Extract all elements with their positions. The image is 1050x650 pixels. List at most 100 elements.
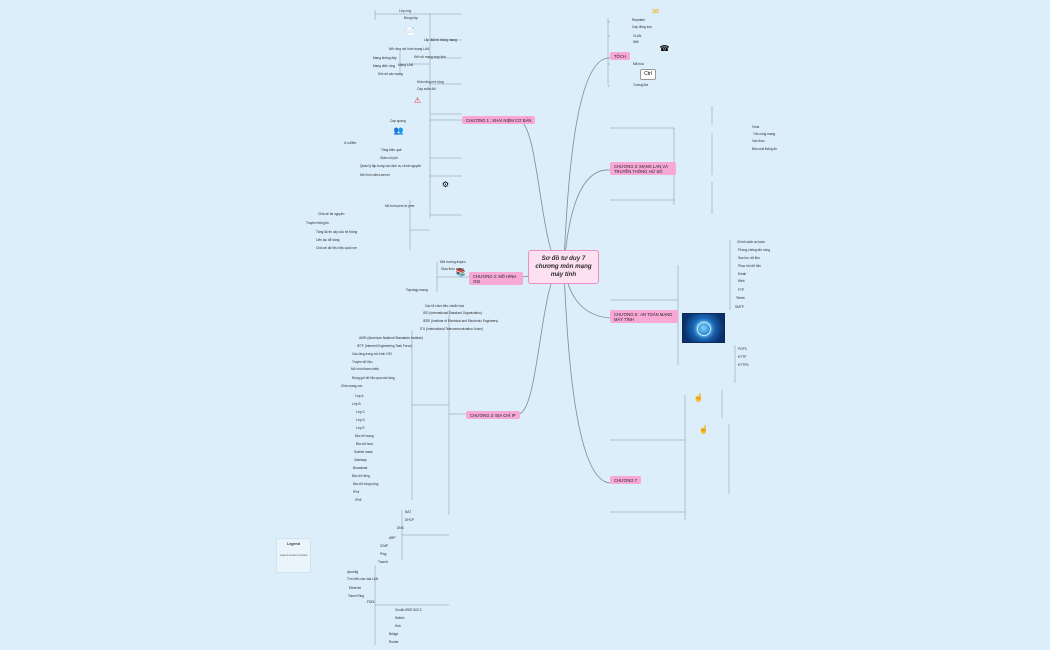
leaf-topic[interactable]: Broadcast bbox=[353, 466, 368, 470]
leaf-topic[interactable]: Tăng độ tin cậy của hệ thống bbox=[316, 230, 358, 234]
warning-icon: ⚠ bbox=[413, 96, 422, 105]
leaf-topic[interactable]: Xác thực bbox=[752, 139, 765, 143]
leaf-topic[interactable]: Lớp A bbox=[355, 394, 364, 398]
leaf-topic[interactable]: Tìm hiểu các loại LAN bbox=[347, 577, 379, 581]
leaf-topic[interactable]: Cáp quang bbox=[390, 119, 406, 123]
leaf-topic[interactable]: ANSI (American National Standards Instit… bbox=[359, 336, 423, 340]
branch-chapter-3[interactable]: CHƯƠNG 3: ĐỊA CHỈ IP bbox=[466, 411, 520, 419]
leaf-topic[interactable]: Phòng chống tấn công bbox=[738, 248, 770, 252]
leaf-topic[interactable]: Tấn công mạng bbox=[753, 132, 776, 136]
leaf-topic[interactable]: Topology mạng bbox=[406, 288, 428, 292]
leaf-topic[interactable]: Lớp E bbox=[356, 426, 365, 430]
leaf-topic[interactable]: Lớp B bbox=[352, 402, 361, 406]
legend-panel[interactable]: Legend Legend content preview bbox=[276, 538, 311, 573]
leaf-topic[interactable]: SMTP bbox=[735, 305, 744, 309]
leaf-topic[interactable]: Chuẩn IEEE 802.3 bbox=[395, 608, 422, 612]
leaf-topic[interactable]: Virus bbox=[752, 125, 760, 129]
leaf-topic[interactable]: HTTP bbox=[738, 355, 747, 359]
leaf-topic[interactable]: Bridge bbox=[389, 632, 399, 636]
leaf-topic[interactable]: Subnet mask bbox=[354, 450, 373, 454]
leaf-topic[interactable]: ICMP bbox=[380, 544, 388, 548]
leaf-topic[interactable]: DNS bbox=[397, 526, 404, 530]
branch-toch[interactable]: TỐCH bbox=[610, 52, 630, 60]
leaf-topic[interactable]: Địa chỉ host bbox=[356, 442, 373, 446]
leaf-topic[interactable]: HTTPS bbox=[738, 363, 749, 367]
leaf-topic[interactable]: Địa chỉ công cộng bbox=[353, 482, 379, 486]
leaf-topic[interactable]: DHCP bbox=[405, 518, 415, 522]
branch-chapter-lan[interactable]: CHƯƠNG 3: MẠNG LAN VÀ TRUYỀN THÔNG HỮ SỐ bbox=[610, 162, 676, 175]
branch-chapter-6[interactable]: CHƯƠNG 6 : AN TOÀN MẠNG MÁY TÍNH bbox=[610, 310, 678, 323]
leaf-topic[interactable]: Ethernet bbox=[349, 586, 362, 590]
leaf-topic[interactable]: Quản lý tập trung các dịch vụ và tài ngu… bbox=[360, 164, 422, 168]
leaf-topic[interactable]: Mã hóa bbox=[633, 62, 644, 66]
leaf-topic[interactable]: Telnet bbox=[736, 296, 745, 300]
leaf-topic[interactable]: Tăng hiệu quả bbox=[381, 148, 402, 152]
leaf-topic[interactable]: Mô hình peer to peer bbox=[385, 204, 415, 208]
leaf-topic[interactable]: Router bbox=[389, 640, 399, 644]
leaf-topic[interactable]: Mô hình client-server bbox=[360, 173, 390, 177]
leaf-topic[interactable]: Hub bbox=[395, 624, 401, 628]
leaf-topic[interactable]: Giảm chi phí bbox=[380, 156, 398, 160]
leaf-topic[interactable]: Lớp D bbox=[356, 418, 365, 422]
branch-chapter-7[interactable]: CHƯƠNG 7 bbox=[610, 476, 641, 484]
leaf-topic[interactable]: Khả năng mở rộng bbox=[417, 80, 444, 84]
branch-chapter-2[interactable]: CHƯƠNG 2: MÔ HÌNH OSI bbox=[469, 272, 523, 285]
leaf-topic[interactable]: Email bbox=[738, 272, 746, 276]
leaf-topic[interactable]: Kết nối mạng máy tính bbox=[414, 55, 446, 59]
leaf-topic[interactable]: Chia mạng con bbox=[341, 384, 363, 388]
leaf-topic[interactable]: NAT bbox=[405, 510, 412, 514]
leaf-topic[interactable]: Cáp đồng trục bbox=[632, 25, 653, 29]
leaf-topic[interactable]: Chia sẻ tài nguyên bbox=[318, 212, 345, 216]
leaf-topic[interactable]: ARP bbox=[389, 536, 396, 540]
leaf-topic[interactable]: Wifi bbox=[633, 40, 639, 44]
leaf-topic[interactable]: Địa chỉ riêng bbox=[352, 474, 370, 478]
leaf-topic[interactable]: Truyền dữ liệu bbox=[352, 360, 373, 364]
leaf-topic[interactable]: Các tầng trong mô hình OSI bbox=[352, 352, 392, 356]
leaf-topic[interactable]: ITU (International Telecommunication Uni… bbox=[420, 327, 484, 331]
leaf-topic[interactable]: Mô hình tham chiếu bbox=[351, 367, 379, 371]
leaf-topic[interactable]: Địa chỉ mạng bbox=[355, 434, 374, 438]
leaf-topic[interactable]: Truyền thông tin bbox=[306, 221, 329, 225]
leaf-topic[interactable]: IETF (Internet Engineering Task Force) bbox=[357, 344, 413, 348]
leaf-topic[interactable]: Chia sẻ dữ liệu hiệu quả hơn bbox=[316, 246, 358, 250]
leaf-topic[interactable]: Ưu điểm bbox=[344, 141, 357, 145]
leaf-topic[interactable]: Lắp đặt hệ thống mạng bbox=[424, 38, 457, 42]
leaf-topic[interactable]: IPv6 bbox=[355, 498, 362, 502]
central-topic[interactable]: Sơ đồ tư duy 7 chương môn mạng máy tính bbox=[528, 250, 599, 284]
leaf-topic[interactable]: Các tổ chức tiêu chuẩn hóa bbox=[425, 304, 464, 308]
leaf-topic[interactable]: Cáp xoắn đôi bbox=[417, 87, 436, 91]
leaf-topic[interactable]: FDDI bbox=[367, 600, 375, 604]
leaf-topic[interactable]: POP3 bbox=[738, 347, 747, 351]
leaf-topic[interactable]: Tường lửa bbox=[633, 83, 649, 87]
leaf-topic[interactable]: Kết nối các mạng bbox=[378, 72, 403, 76]
leaf-topic[interactable]: Mạng diện rộng bbox=[373, 64, 396, 68]
branch-chapter-1[interactable]: CHƯƠNG 1 : KHÁI NIỆM CƠ BẢN bbox=[462, 116, 536, 124]
leaf-topic[interactable]: Bảo mật thông tin bbox=[752, 147, 777, 151]
leaf-topic[interactable]: ISO (International Standard Organization… bbox=[423, 311, 482, 315]
leaf-topic[interactable]: Token Ring bbox=[348, 594, 364, 598]
leaf-topic[interactable]: Giao thức mạng bbox=[441, 267, 464, 271]
leaf-topic[interactable]: Gateway bbox=[354, 458, 367, 462]
leaf-topic[interactable]: Chính sách an toàn bbox=[737, 240, 765, 244]
leaf-topic[interactable]: Ipconfig bbox=[347, 570, 359, 574]
leaf-topic[interactable]: Liên lạc dễ dàng bbox=[316, 238, 340, 242]
leaf-topic[interactable]: Môi trường truyền bbox=[440, 260, 466, 264]
leaf-topic[interactable]: Mạng LAN bbox=[398, 63, 414, 67]
leaf-topic[interactable]: Sao lưu dữ liệu bbox=[738, 256, 760, 260]
leaf-topic[interactable]: Đóng gói dữ liệu qua các tầng bbox=[352, 376, 395, 380]
leaf-topic[interactable]: Switch bbox=[395, 616, 405, 620]
leaf-topic[interactable]: FTP bbox=[738, 288, 745, 292]
leaf-topic[interactable]: Mở rộng mô hình mạng LAN bbox=[389, 47, 430, 51]
leaf-topic[interactable]: IEEE (Institute of Electrical and Electr… bbox=[423, 319, 499, 323]
leaf-topic[interactable]: Lớp C bbox=[356, 410, 365, 414]
leaf-topic[interactable]: Đồng hộp bbox=[404, 16, 418, 20]
leaf-topic[interactable]: Phục hồi dữ liệu bbox=[738, 264, 762, 268]
leaf-topic[interactable]: VLAN bbox=[633, 34, 642, 38]
leaf-topic[interactable]: Ping bbox=[380, 552, 387, 556]
leaf-topic[interactable]: Web bbox=[738, 279, 745, 283]
leaf-topic[interactable]: Repeater bbox=[632, 18, 646, 22]
leaf-topic[interactable]: Mạng không dây bbox=[373, 56, 397, 60]
leaf-topic[interactable]: Tracert bbox=[378, 560, 388, 564]
leaf-topic[interactable]: Lớp ứng bbox=[399, 9, 412, 13]
leaf-topic[interactable]: IPv4 bbox=[353, 490, 360, 494]
